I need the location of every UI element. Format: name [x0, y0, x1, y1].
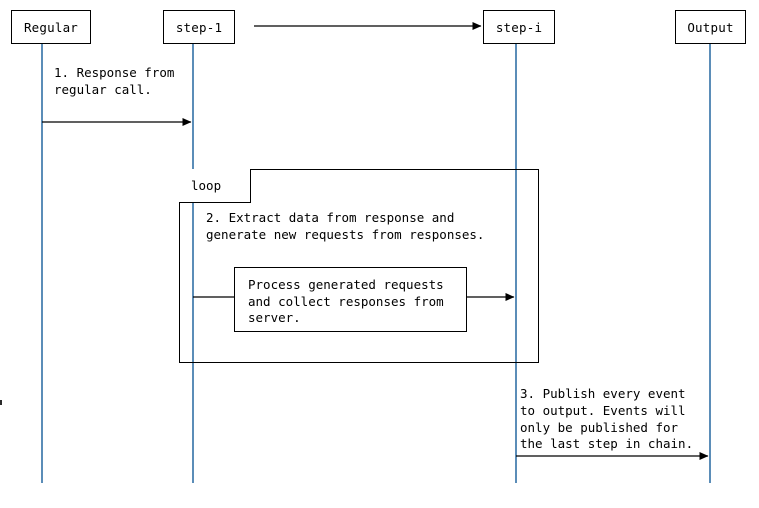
- loop-operator-text: loop: [191, 178, 222, 193]
- participant-output[interactable]: Output: [675, 10, 746, 44]
- message-label-2: 2. Extract data from response and genera…: [206, 210, 485, 242]
- participant-label-step-i: step-i: [495, 19, 543, 35]
- edge-artifact-mark: [0, 400, 2, 405]
- loop-fragment: [179, 169, 539, 363]
- note-process-generated-requests: Process generated requests and collect r…: [234, 267, 467, 332]
- participant-label-regular: Regular: [23, 19, 79, 35]
- loop-fragment-label: loop: [179, 169, 251, 203]
- message-label-1: 1. Response from regular call.: [54, 65, 175, 97]
- participant-step-1[interactable]: step-1: [163, 10, 235, 44]
- participant-label-step-1: step-1: [175, 19, 223, 35]
- message-label-3: 3. Publish every event to output. Events…: [520, 386, 694, 452]
- participant-regular[interactable]: Regular: [11, 10, 91, 44]
- participant-step-i[interactable]: step-i: [483, 10, 555, 44]
- participant-label-output: Output: [687, 19, 734, 35]
